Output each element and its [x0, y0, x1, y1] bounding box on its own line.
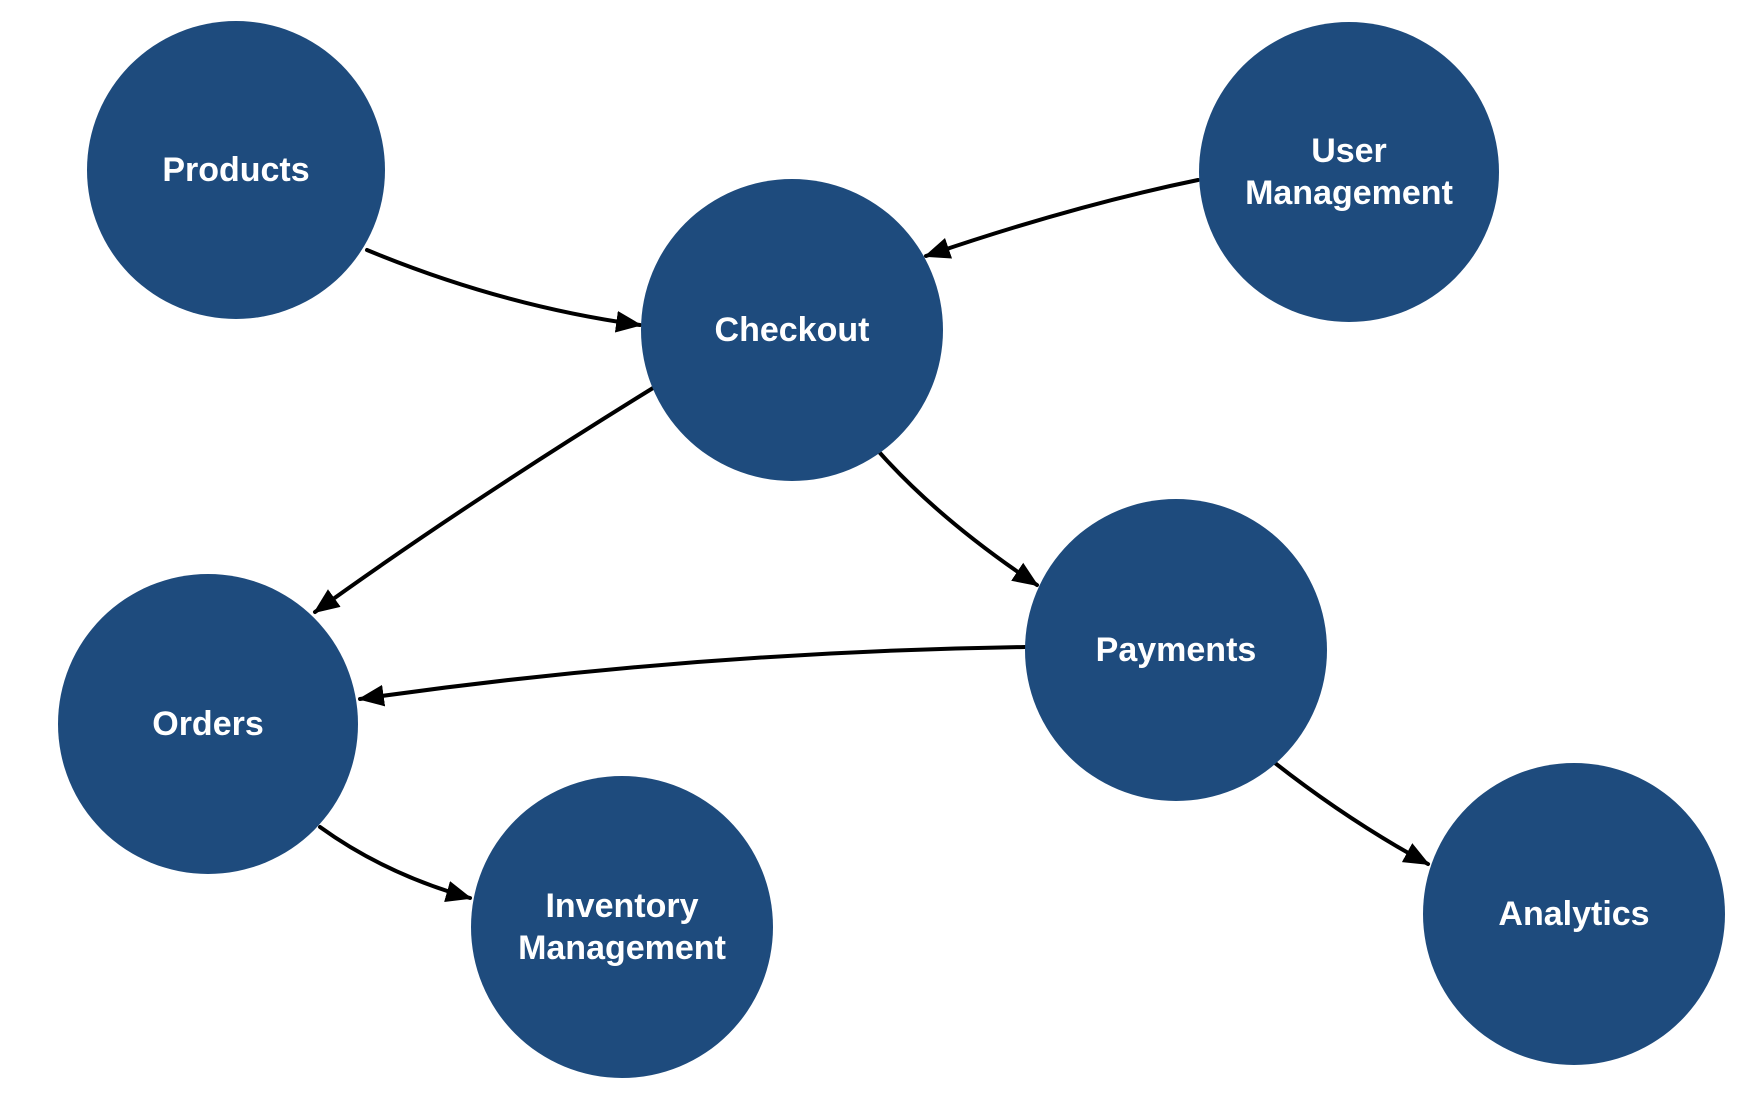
edge-payments-to-orders: [357, 645, 1027, 707]
node-products[interactable]: Products: [87, 21, 385, 319]
edge-payments-to-analytics: [1273, 761, 1430, 866]
node-checkout[interactable]: Checkout: [641, 179, 943, 481]
edge-products-to-checkout: [365, 248, 643, 333]
node-user-management-circle[interactable]: [1199, 22, 1499, 322]
node-payments[interactable]: Payments: [1025, 499, 1327, 801]
node-analytics-circle[interactable]: [1423, 763, 1725, 1065]
edge-user-management-to-checkout: [923, 178, 1200, 259]
edge-checkout-to-orders: [313, 386, 655, 614]
node-orders-circle[interactable]: [58, 574, 358, 874]
edge-orders-to-inventory-management: [318, 825, 473, 902]
node-checkout-circle[interactable]: [641, 179, 943, 481]
node-orders[interactable]: Orders: [58, 574, 358, 874]
node-inventory-management-circle[interactable]: [471, 776, 773, 1078]
node-products-circle[interactable]: [87, 21, 385, 319]
edge-checkout-to-payments: [878, 451, 1039, 587]
node-analytics[interactable]: Analytics: [1423, 763, 1725, 1065]
node-payments-circle[interactable]: [1025, 499, 1327, 801]
